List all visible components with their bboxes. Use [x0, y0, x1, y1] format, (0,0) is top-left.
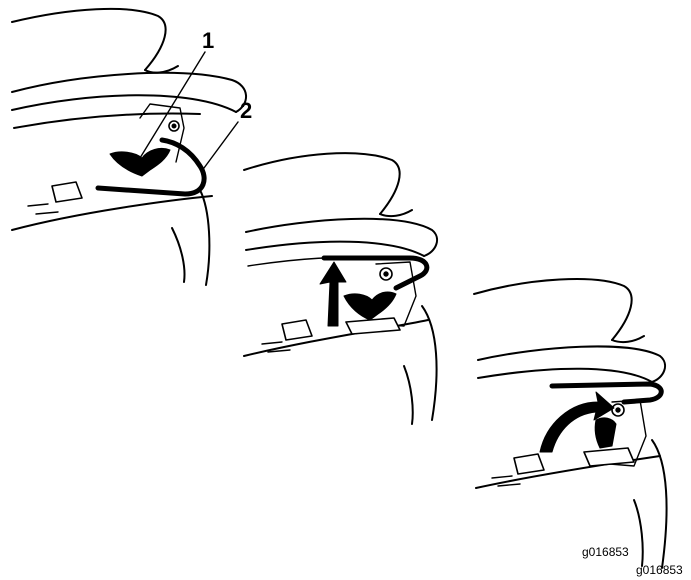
- panel-2: [244, 153, 437, 424]
- panel-3-seat-back: [474, 279, 632, 340]
- panel-1-seat-cushion: [12, 73, 246, 112]
- panel-3-knob: [595, 418, 616, 448]
- panel-1-knob: [110, 148, 170, 176]
- panel-1: 1 2: [12, 9, 252, 285]
- figure-id-label: g016853: [582, 545, 629, 559]
- callout-1-label: 1: [202, 28, 214, 53]
- panel-3-decal: [514, 454, 544, 474]
- figure-id-label-corner: g016853: [636, 563, 683, 577]
- panel-1-seat-back: [12, 9, 166, 70]
- panel-3-rod: [552, 384, 661, 402]
- callout-2-leader: [204, 122, 238, 168]
- panel-2-seat-back: [244, 153, 400, 214]
- panel-1-decal: [52, 182, 82, 202]
- panel-3: [474, 279, 667, 568]
- panel-2-knob: [344, 292, 396, 320]
- callout-2-label: 2: [240, 98, 252, 123]
- panel-2-lift-arrow: [320, 262, 346, 326]
- panel-2-decal: [282, 320, 312, 340]
